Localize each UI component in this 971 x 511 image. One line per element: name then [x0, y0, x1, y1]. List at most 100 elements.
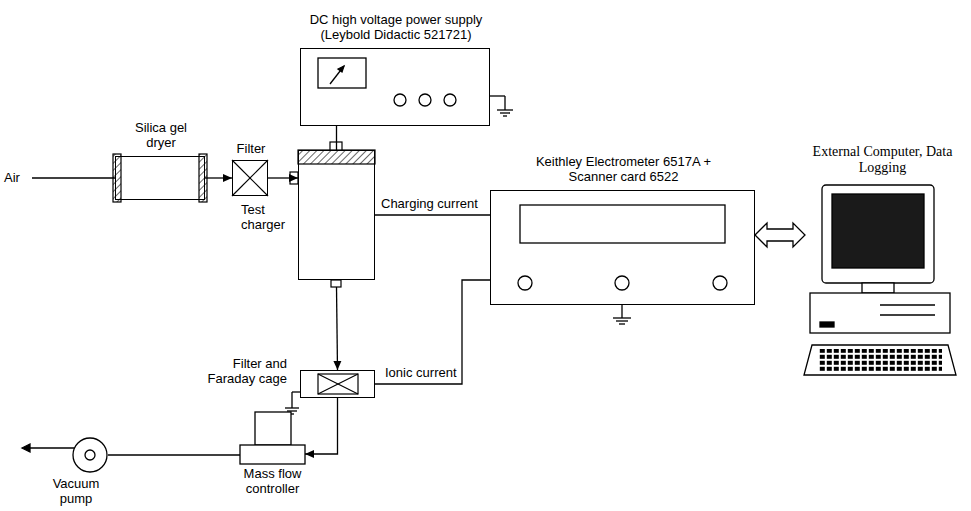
mass-flow-controller: Mass flow controller: [240, 412, 305, 464]
ground-symbol: [613, 305, 631, 324]
connector: [205, 174, 232, 182]
computer-illustration: [804, 345, 956, 375]
electrometer-box: Keithley Electrometer 6517A + Scanner ca…: [490, 190, 755, 305]
connector-line: [337, 287, 338, 370]
arrowhead: [289, 174, 298, 182]
meter-symbol: [330, 66, 344, 84]
component-label: Test charger: [241, 203, 293, 233]
vacuum-pump-symbol: [22, 438, 107, 472]
charger-box: Test charger: [298, 150, 375, 280]
double-arrow: [755, 223, 805, 247]
connector: [333, 287, 341, 370]
vacuum-pump: Vacuum pump: [72, 437, 108, 473]
connector: [336, 126, 337, 150]
air-inlet-arrow: [32, 177, 115, 178]
connector-line: [336, 126, 337, 150]
vacuum-pump-symbol: [22, 444, 30, 452]
ground-symbol: [490, 96, 513, 116]
electrometer-knobs: [518, 276, 727, 290]
computer-illustration: [880, 314, 935, 315]
meter-symbol: [318, 58, 366, 88]
ground-symbol: [619, 323, 625, 324]
connector: [755, 223, 805, 247]
charger-insulator: [290, 142, 375, 287]
ground-symbol: [490, 95, 505, 96]
cage-filter-cross: [318, 374, 358, 394]
electrometer-knobs: [518, 276, 532, 290]
computer-illustration: [880, 304, 935, 305]
computer-illustration: [832, 194, 924, 268]
charger-insulator: [290, 172, 298, 184]
ground-symbol: [504, 96, 505, 110]
connector: [375, 280, 490, 384]
arrowhead: [305, 450, 314, 458]
connector-label: Charging current: [379, 197, 480, 212]
connector-line: [305, 398, 338, 454]
control-knobs: [444, 94, 456, 106]
ground-symbol: [497, 109, 513, 110]
filter-box: Filter: [232, 160, 268, 196]
connector-line: [108, 454, 240, 455]
dryer-end-caps: [113, 154, 207, 202]
component-label: DC high voltage power supply (Leybold Di…: [289, 13, 504, 43]
ground-symbol: [613, 317, 631, 318]
ground-symbol: [616, 320, 628, 321]
meter-symbol: [318, 58, 366, 88]
component-label: Mass flow controller: [233, 467, 313, 497]
ground-symbol: [503, 115, 507, 116]
ground-symbol: [285, 407, 299, 408]
power-supply-box: DC high voltage power supply (Leybold Di…: [300, 48, 490, 126]
computer-illustration: [818, 349, 942, 371]
flow-label: Air: [4, 171, 20, 186]
ground-symbol: [500, 112, 510, 113]
dryer-box: Silica gel dryer: [115, 156, 205, 200]
connector: [108, 455, 240, 456]
component-label: Filter: [226, 142, 276, 157]
cage-filter-cross: [318, 374, 358, 394]
component-label: Filter and Faraday cage: [195, 357, 287, 387]
vacuum-pump-symbol: [85, 450, 95, 460]
computer-illustration: [804, 185, 956, 375]
vacuum-pump-symbol: [28, 447, 74, 448]
mass-flow-controller-body: [255, 412, 291, 445]
filter-cross: [232, 160, 268, 196]
electrometer-knobs: [713, 276, 727, 290]
computer-illustration: [810, 293, 950, 333]
computer-illustration: [820, 322, 834, 327]
arrowhead: [333, 361, 341, 370]
air-inlet-arrow: [32, 177, 115, 178]
ground-symbol: [291, 392, 292, 408]
cage-filter-cross: [318, 374, 358, 394]
mass-flow-controller-body: [240, 445, 305, 464]
computer-illustration: [822, 185, 934, 283]
control-knobs: [394, 94, 456, 106]
control-knobs: [394, 94, 406, 106]
faraday-cage-box: Filter and Faraday cage: [300, 370, 375, 398]
connector-line: [375, 280, 490, 384]
connector: [268, 174, 298, 182]
electrometer-display: [520, 205, 725, 243]
computer-illustration: [862, 283, 894, 293]
ground-symbol: [621, 305, 622, 318]
charger-insulator: [331, 280, 341, 287]
electrometer-display: [520, 205, 725, 243]
connector-line: [375, 214, 490, 215]
connector-label: Ionic current: [383, 366, 459, 381]
electrometer-knobs: [615, 276, 629, 290]
connector: [375, 215, 490, 216]
computer: External Computer, Data Logging: [805, 180, 960, 380]
ground-symbol: [285, 392, 300, 414]
ground-symbol: [292, 391, 300, 392]
meter-symbol: [338, 66, 344, 72]
control-knobs: [419, 94, 431, 106]
arrowhead: [223, 174, 232, 182]
charger-insulator: [298, 150, 375, 164]
component-label: Vacuum pump: [45, 477, 107, 507]
component-label: Keithley Electrometer 6517A + Scanner ca…: [529, 155, 719, 185]
cage-filter-cross: [318, 374, 358, 394]
vacuum-pump-symbol: [73, 438, 107, 472]
filter-cross: [232, 160, 268, 196]
